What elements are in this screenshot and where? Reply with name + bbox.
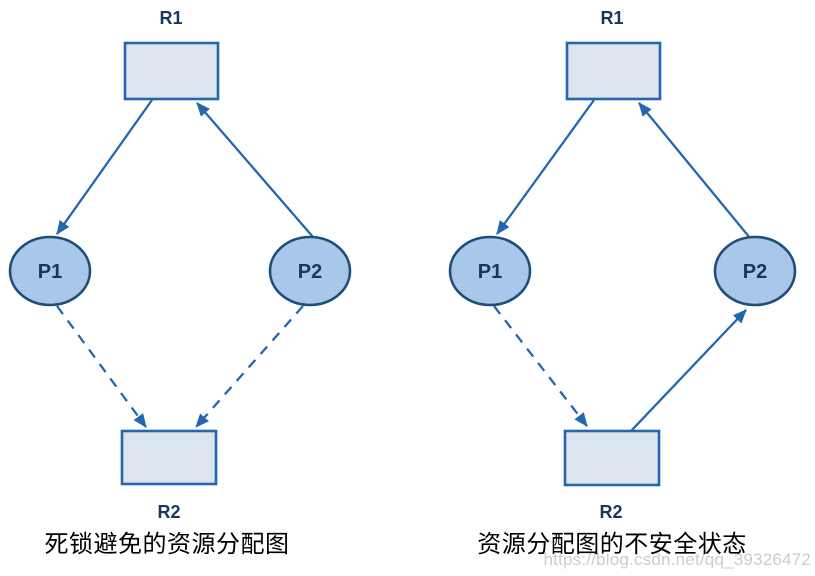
- node-p1-ellipse: [8, 235, 92, 307]
- node-r1-label: R1: [159, 8, 182, 28]
- node-r1-label: R1: [600, 8, 623, 28]
- node-p1-label: P1: [38, 261, 62, 283]
- csdn-watermark: https://blog.csdn.net/qq_39326472: [543, 550, 811, 569]
- node-r2-rect: [563, 429, 661, 487]
- node-p2-label: P2: [743, 261, 767, 283]
- node-r2-rect: [120, 429, 218, 486]
- node-r2-label: R2: [157, 502, 180, 522]
- node-p2-ellipse: [268, 235, 352, 307]
- edge-r1-to-p1-solid: [56, 99, 153, 235]
- node-p2-label: P2: [298, 261, 322, 283]
- node-p1-ellipse: [448, 235, 532, 307]
- edge-p1-to-r2-dashed: [56, 305, 147, 428]
- edge-r1-to-p1-solid: [496, 99, 595, 235]
- edge-p1-to-r2-dashed: [493, 305, 588, 427]
- caption-unsafe-state: 资源分配图的不安全状态: [477, 531, 747, 558]
- node-p1-label: P1: [478, 261, 502, 283]
- node-p2-ellipse: [713, 235, 797, 307]
- node-r1-rect: [123, 41, 220, 101]
- diagram-deadlock-avoidance: R1 R2 P1 P2: [8, 8, 352, 522]
- edge-p2-to-r1-solid: [196, 102, 314, 238]
- edge-r2-to-p2-solid: [630, 309, 747, 432]
- edge-p2-to-r2-dashed: [195, 305, 304, 428]
- diagram-unsafe-state: R1 R2 P1 P2: [448, 8, 797, 522]
- node-r2-label: R2: [599, 502, 622, 522]
- edge-p2-to-r1-solid: [638, 102, 751, 239]
- caption-deadlock-avoidance: 死锁避免的资源分配图: [44, 531, 290, 558]
- node-r1-rect: [565, 41, 662, 101]
